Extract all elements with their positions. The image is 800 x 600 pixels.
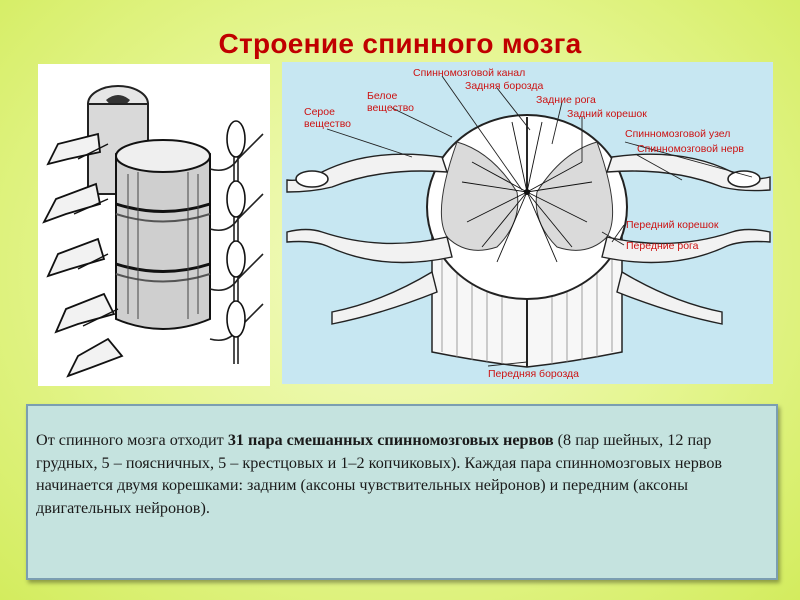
description-paragraph: От спинного мозга отходит 31 пара смешан…	[36, 429, 774, 519]
label-spinal-nerve: Спинномозговой нерв	[637, 143, 744, 155]
label-anterior-fissure: Передняя борозда	[488, 368, 579, 380]
label-spinal-canal: Спинномозговой канал	[413, 67, 525, 79]
label-spinal-ganglion: Спинномозговой узел	[625, 128, 730, 140]
vertebral-column-illustration	[38, 64, 270, 386]
label-white-matter: Белое вещество	[367, 90, 421, 114]
label-posterior-sulcus: Задняя борозда	[465, 80, 543, 92]
description-textbox: От спинного мозга отходит 31 пара смешан…	[26, 404, 778, 580]
slide-title: Строение спинного мозга	[0, 28, 800, 60]
description-intro: От спинного мозга отходит	[36, 431, 228, 449]
label-anterior-root: Передний корешок	[626, 219, 719, 231]
label-posterior-horns: Задние рога	[536, 94, 596, 106]
label-gray-matter: Серое вещество	[304, 106, 358, 130]
label-posterior-root: Задний корешок	[567, 108, 647, 120]
spinal-cord-cross-section: Спинномозговой канал Задняя борозда Серо…	[282, 62, 773, 384]
description-highlight: 31 пара смешанных спинномозговых нервов	[228, 431, 554, 449]
label-anterior-horns: Передние рога	[626, 240, 699, 252]
